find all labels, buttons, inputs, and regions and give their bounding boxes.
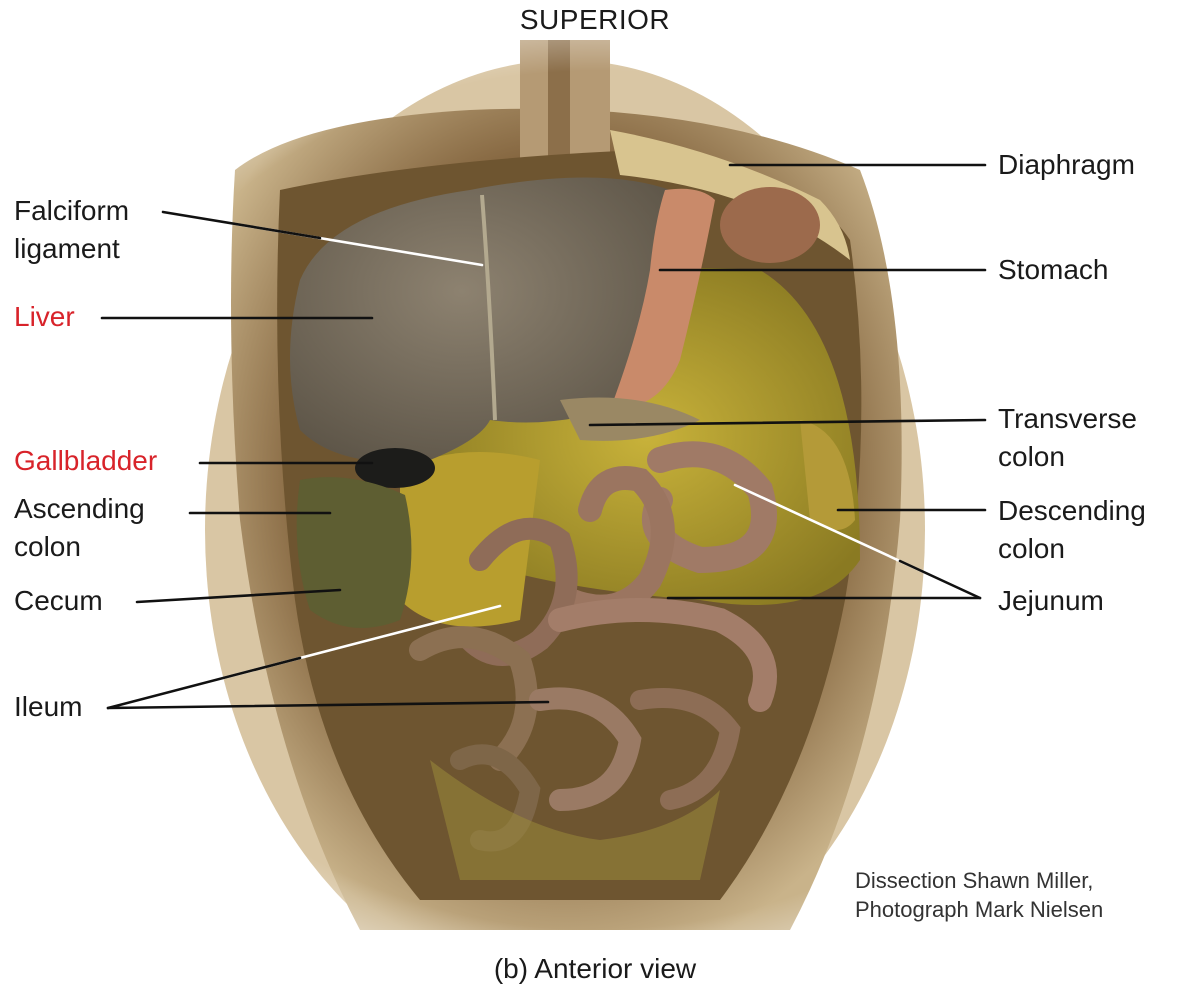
cecum-leader bbox=[135, 588, 342, 604]
ileum-leader-b bbox=[106, 700, 550, 710]
credit-line-1: Dissection Shawn Miller, bbox=[855, 868, 1094, 893]
label-ascending-colon: Ascending colon bbox=[14, 493, 145, 562]
label-gallbladder: Gallbladder bbox=[14, 445, 158, 476]
jejunum-leader-a-dark bbox=[898, 559, 982, 600]
label-diaphragm: Diaphragm bbox=[998, 149, 1135, 180]
label-falciform-text: Falciform ligament bbox=[14, 195, 130, 264]
label-liver: Liver bbox=[14, 301, 75, 332]
label-stomach: Stomach bbox=[998, 254, 1109, 285]
label-transverse-colon: Transverse colon bbox=[998, 403, 1138, 472]
label-ileum: Ileum bbox=[14, 691, 83, 722]
transverse-colon-leader bbox=[588, 418, 987, 427]
label-cecum: Cecum bbox=[14, 585, 103, 616]
ileum-leader-a-dark bbox=[106, 656, 302, 710]
label-falciform-ligament: Falciform ligament bbox=[14, 192, 184, 268]
label-descending-colon: Descending colon bbox=[998, 495, 1146, 564]
photo-credit: Dissection Shawn Miller, Photograph Mark… bbox=[855, 866, 1103, 924]
figure-caption: (b) Anterior view bbox=[493, 953, 697, 984]
orientation-label: SUPERIOR bbox=[519, 4, 671, 35]
falciform-leader-dark bbox=[161, 210, 322, 240]
label-jejunum: Jejunum bbox=[998, 585, 1104, 616]
credit-line-2: Photograph Mark Nielsen bbox=[855, 897, 1104, 922]
